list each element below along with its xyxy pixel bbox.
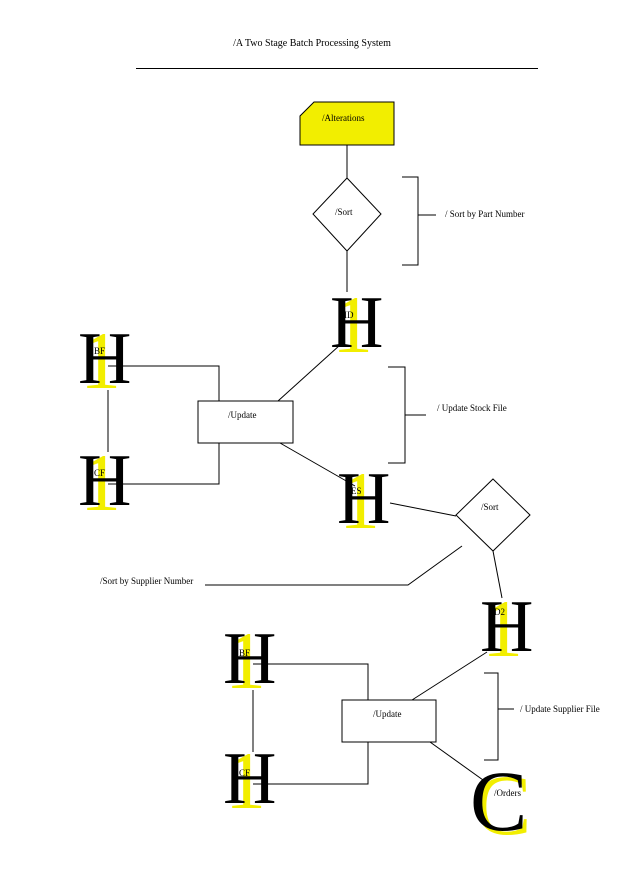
file-es-symbol: 1 H ES <box>337 455 397 546</box>
file-d2-glyph: H <box>480 586 534 668</box>
output-orders-symbol: C C /Orders <box>470 758 550 858</box>
file-id-glyph: H <box>330 282 384 364</box>
edge-cf1-update <box>108 443 220 485</box>
edge-bf1-update <box>108 365 220 401</box>
alterations-label: /Alterations <box>322 113 365 123</box>
edge-id-update <box>277 344 341 402</box>
annotation-update-stock: / Update Stock File <box>437 403 507 413</box>
update-2-label: /Update <box>373 709 402 719</box>
edge-cf2-update2 <box>253 742 369 785</box>
update-box-2 <box>341 699 437 743</box>
diagram-title: /A Two Stage Batch Processing System <box>233 38 391 49</box>
sort-2-label: /Sort <box>481 502 499 512</box>
file-d2-shadow-glyph: 1 <box>482 583 523 674</box>
file-cf-2-symbol: 1 H CF <box>223 735 283 826</box>
file-bf-2-label: BF <box>239 648 251 658</box>
bracket-update-stock <box>388 366 406 464</box>
file-es-label: ES <box>351 486 362 496</box>
edge-bf2-update2 <box>253 663 369 700</box>
file-cf-1-glyph: H <box>78 440 132 522</box>
file-es-shadow-glyph: 1 <box>339 455 380 546</box>
update-1-label: /Update <box>228 410 257 420</box>
output-orders-glyph: C <box>470 753 528 849</box>
file-es-glyph: H <box>337 458 391 540</box>
file-id-symbol: 1 H ID <box>330 279 390 370</box>
file-id-label: ID <box>344 310 354 320</box>
edge-update-es <box>279 442 356 487</box>
file-bf-2-shadow-glyph: 1 <box>225 615 266 706</box>
file-bf-1-symbol: 1 H BF <box>78 315 138 406</box>
edge-sort2-d2 <box>492 550 503 599</box>
bracket-update-supplier <box>484 672 499 761</box>
file-bf-2-glyph: H <box>223 618 277 700</box>
file-cf-1-symbol: 1 H CF <box>78 437 138 528</box>
file-cf-2-glyph: H <box>223 738 277 820</box>
edge-es-sort2 <box>389 502 457 517</box>
file-d2-label: D2 <box>494 607 505 617</box>
file-id-shadow-glyph: 1 <box>332 279 373 370</box>
update-box-1 <box>197 400 294 444</box>
alterations-card <box>299 101 395 146</box>
file-cf-2-label: CF <box>239 768 251 778</box>
file-cf-2-shadow-glyph: 1 <box>225 735 266 826</box>
sort-diamond-2 <box>455 478 531 552</box>
annotation-sort-supplier: /Sort by Supplier Number <box>100 576 194 586</box>
output-orders-shadow-glyph: C <box>474 757 532 853</box>
bracket-sort-part <box>402 176 419 266</box>
file-bf-1-shadow-glyph: 1 <box>80 315 121 406</box>
output-orders-label: /Orders <box>494 788 521 798</box>
edge-update2-orders <box>429 741 491 786</box>
file-bf-1-glyph: H <box>78 318 132 400</box>
file-cf-1-shadow-glyph: 1 <box>80 437 121 528</box>
title-rule <box>136 68 538 69</box>
file-cf-1-label: CF <box>94 468 106 478</box>
file-bf-1-label: BF <box>94 346 106 356</box>
edge-d2-update2 <box>411 651 488 701</box>
file-d2-symbol: 1 H D2 <box>480 583 540 674</box>
file-bf-2-symbol: 1 H BF <box>223 615 283 706</box>
sort-1-label: /Sort <box>335 207 353 217</box>
annotation-update-supplier: / Update Supplier File <box>520 704 600 714</box>
annotation-sort-part: / Sort by Part Number <box>445 209 525 219</box>
supplier-leader <box>205 545 463 586</box>
